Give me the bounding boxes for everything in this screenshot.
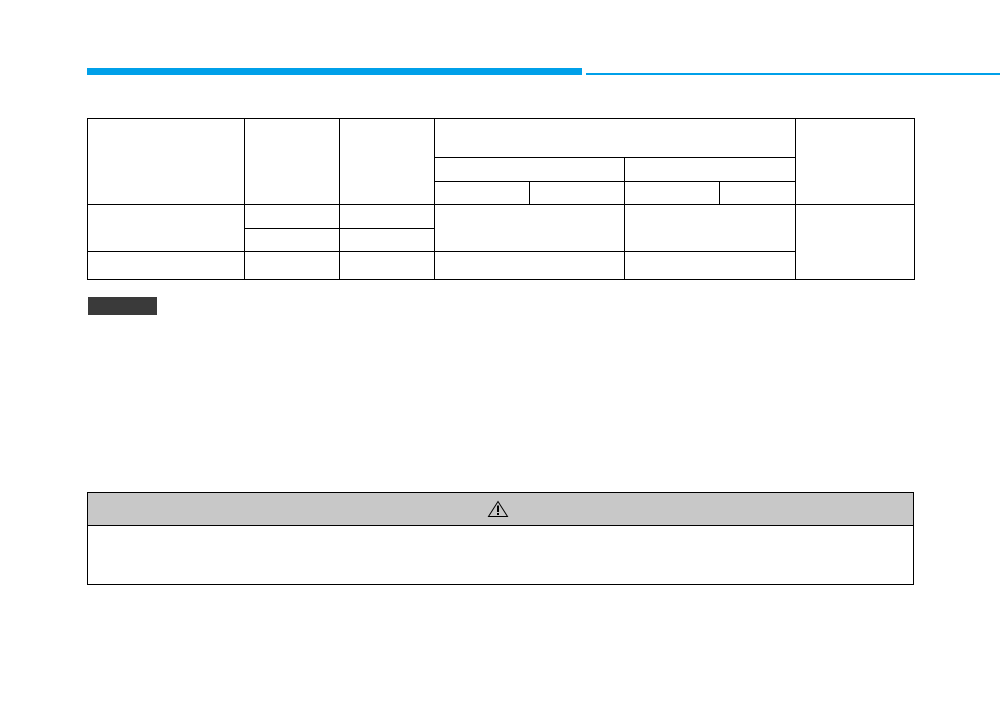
- header-cell-col1: [87, 118, 245, 205]
- header-sub-a1: [434, 181, 530, 205]
- header-accent-line: [586, 73, 1000, 75]
- row3-col3: [339, 251, 435, 280]
- header-sub-b1: [624, 181, 720, 205]
- warning-header: [88, 493, 913, 526]
- header-subgroup-a: [434, 157, 625, 182]
- row3-label: [87, 251, 245, 280]
- header-sub-b2: [719, 181, 796, 205]
- row1-group-b: [624, 204, 796, 252]
- header-cell-col2: [244, 118, 340, 205]
- warning-box: [87, 492, 914, 585]
- header-sub-a2: [529, 181, 625, 205]
- spec-table: [87, 118, 915, 280]
- warning-triangle-icon: [487, 500, 508, 517]
- row1-col2: [244, 204, 340, 229]
- row3-col2: [244, 251, 340, 280]
- row2-col2: [244, 228, 340, 252]
- header-accent-bar: [87, 68, 582, 75]
- warning-body: [88, 526, 913, 542]
- row1-group-a: [434, 204, 625, 252]
- row2-col3: [339, 228, 435, 252]
- row3-group-a: [434, 251, 625, 280]
- note-label: [88, 297, 157, 315]
- header-cell-last: [795, 118, 915, 205]
- header-cell-col3: [339, 118, 435, 205]
- row1-label: [87, 204, 245, 252]
- row1-col3: [339, 204, 435, 229]
- row1-last: [795, 204, 915, 280]
- header-group-title: [434, 118, 796, 158]
- row3-group-b: [624, 251, 796, 280]
- header-subgroup-b: [624, 157, 796, 182]
